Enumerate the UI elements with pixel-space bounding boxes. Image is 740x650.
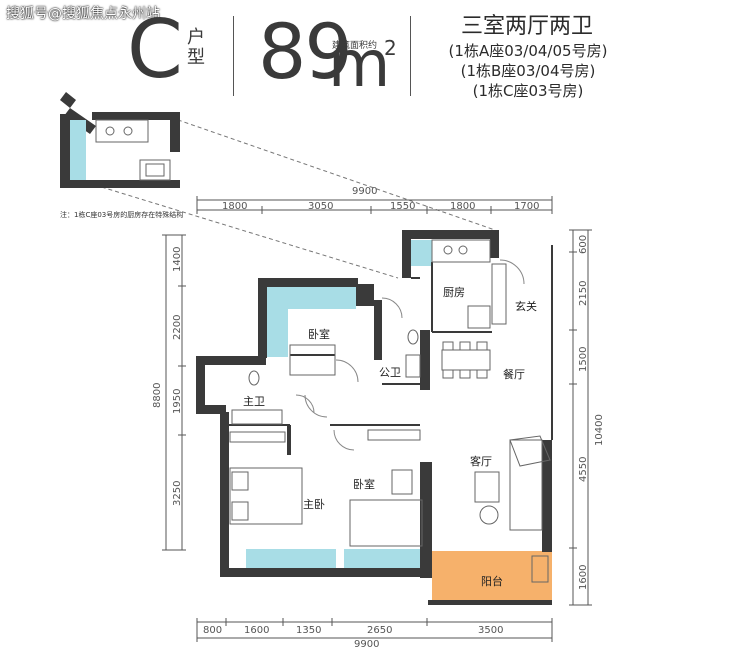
dim-top-4: 1800 <box>450 201 476 212</box>
watermark: 搜狐号@搜狐焦点永州站 <box>6 6 160 22</box>
inset-kitchen <box>60 92 180 188</box>
dining-chairs <box>442 341 488 379</box>
dim-right-2: 2150 <box>578 280 589 306</box>
dim-top-1: 1800 <box>222 201 248 212</box>
toilet-public <box>407 329 419 345</box>
room-master-bath: 主卫 <box>243 395 265 408</box>
wardrobe-master <box>229 431 286 443</box>
toilet-master <box>248 370 260 386</box>
dim-top-3: 1550 <box>390 201 416 212</box>
bottom-dimensions <box>196 618 553 642</box>
window-master-bedroom <box>246 549 336 569</box>
dim-right-5: 1600 <box>578 564 589 590</box>
coffee-table <box>474 471 500 503</box>
dim-bottom-2: 1600 <box>244 625 270 636</box>
sofa <box>509 439 543 531</box>
room-kitchen: 厨房 <box>443 286 465 299</box>
room-dining: 餐厅 <box>503 368 525 381</box>
room-balcony: 阳台 <box>481 575 503 588</box>
walls <box>196 230 552 605</box>
divider-1 <box>233 16 234 96</box>
dining-table <box>441 349 491 371</box>
sofa-arm <box>509 435 551 467</box>
dim-bottom-total: 9900 <box>354 639 380 650</box>
dim-left-4: 3250 <box>172 480 183 506</box>
dim-right-1: 600 <box>578 234 589 254</box>
room-entry: 玄关 <box>515 300 537 313</box>
subtitle-3: (1栋C座03号房) <box>472 82 584 100</box>
room-bedroom-top: 卧室 <box>308 328 330 341</box>
bed-top <box>289 344 336 376</box>
sink-public <box>405 354 421 378</box>
left-dimensions <box>162 234 186 551</box>
pillow-2 <box>231 501 249 521</box>
partitions <box>228 245 553 440</box>
window-kitchen <box>408 240 432 266</box>
washer <box>531 555 549 583</box>
dim-bottom-3: 1350 <box>296 625 322 636</box>
unit-letter: C <box>127 3 183 96</box>
desk-mid <box>391 469 413 495</box>
dim-left-2: 2200 <box>172 314 183 340</box>
dim-right-total: 10400 <box>594 414 605 446</box>
room-master-bedroom: 主卧 <box>303 498 325 511</box>
room-bedroom-mid: 卧室 <box>353 478 375 491</box>
unit-type-char-2: 型 <box>187 47 205 68</box>
footnote: 注：1栋C座03号房的厨房存在特殊结构 <box>60 211 184 219</box>
unit-type-char-1: 户 <box>187 27 205 48</box>
bed-master <box>229 467 303 525</box>
area-note: 建筑面积约 <box>332 41 378 51</box>
layout-title: 三室两厅两卫 <box>460 14 593 39</box>
fridge <box>467 305 491 329</box>
room-living: 客厅 <box>470 455 492 468</box>
window-bedroom-mid <box>344 549 420 569</box>
burner-1 <box>443 245 453 255</box>
vanity-master <box>231 409 283 425</box>
pillow-1 <box>231 471 249 491</box>
area-unit: m <box>328 28 391 102</box>
dim-left-3: 1950 <box>172 388 183 414</box>
projection-line-1 <box>157 112 496 231</box>
kitchen-stove-counter <box>431 239 491 263</box>
doors <box>295 259 525 451</box>
dim-top-2: 3050 <box>308 201 334 212</box>
burner-2 <box>458 245 468 255</box>
window-bedroom-top <box>266 287 356 309</box>
kitchen-counter-side <box>491 263 507 325</box>
dim-bottom-4: 2650 <box>367 625 393 636</box>
dim-left-1: 1400 <box>172 246 183 272</box>
subtitle-2: (1栋B座03/04号房) <box>460 62 596 80</box>
wardrobe-mid <box>367 429 421 441</box>
projection-line-2 <box>94 184 399 279</box>
dim-bottom-1: 800 <box>203 625 223 636</box>
right-dimensions <box>569 229 592 606</box>
dim-left-total: 8800 <box>152 382 163 408</box>
area-number: 89 <box>258 7 353 96</box>
area-unit-sup: 2 <box>384 36 397 60</box>
dim-right-3: 1500 <box>578 346 589 372</box>
divider-2 <box>410 16 411 96</box>
dim-bottom-5: 3500 <box>478 625 504 636</box>
dim-top-5: 1700 <box>514 201 540 212</box>
window-bedroom-top-side <box>266 287 288 357</box>
unit-type-label: 户 型 <box>186 28 206 68</box>
dim-top-total: 9900 <box>352 186 378 197</box>
subtitle-1: (1栋A座03/04/05号房) <box>448 42 608 60</box>
bed-mid <box>349 499 423 547</box>
side-table <box>479 505 499 525</box>
dim-right-4: 4550 <box>578 456 589 482</box>
top-dimensions <box>196 196 553 214</box>
room-public-bath: 公卫 <box>379 366 401 379</box>
